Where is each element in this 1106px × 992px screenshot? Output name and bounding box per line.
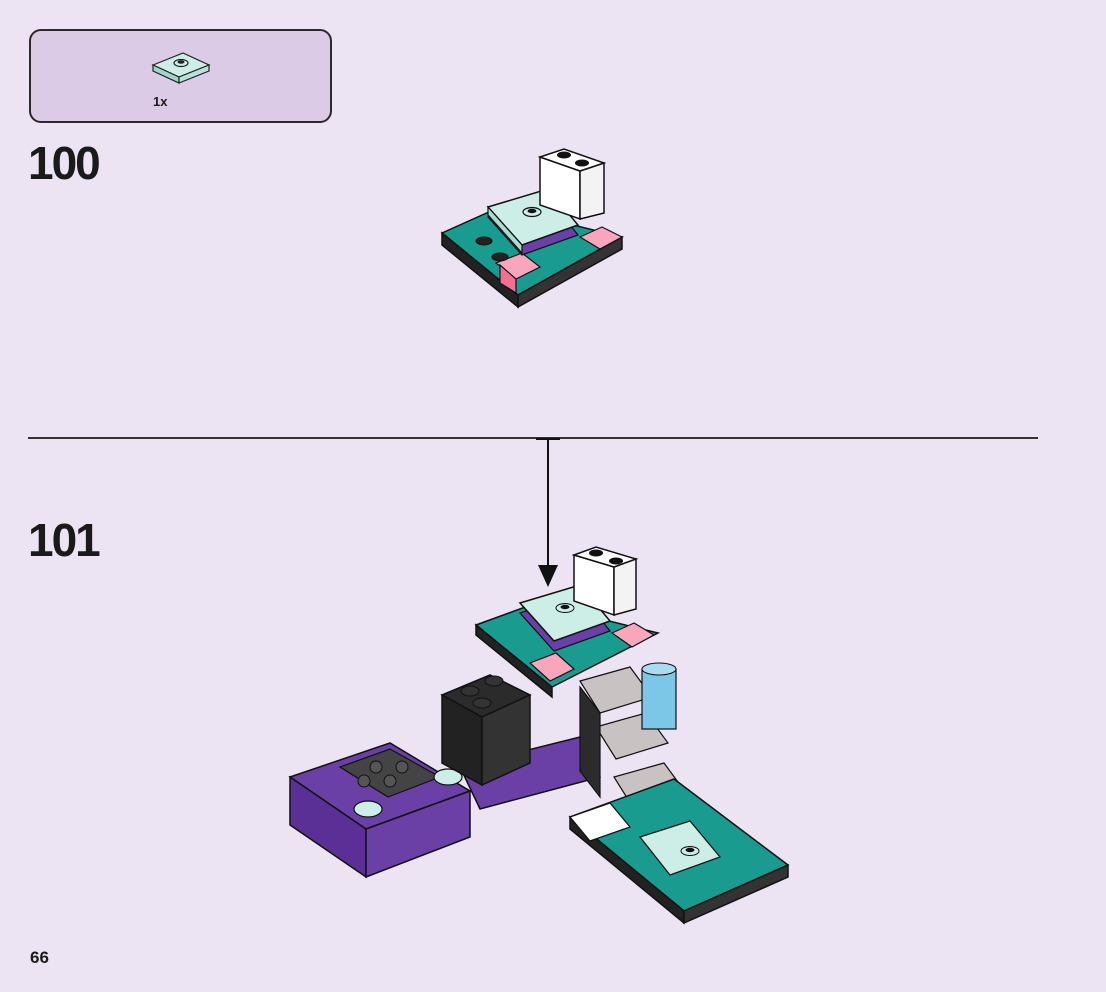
step-number-101: 101 [28,514,101,566]
part-quantity: 1x [153,94,168,109]
page-number: 66 [30,948,49,967]
step-divider [28,437,1038,439]
step-100-assembly [440,148,625,309]
parts-callout: 1x [29,29,332,123]
light-aqua-jumper-plate-icon [151,52,211,84]
step-number-100: 100 [28,137,101,189]
step-101-assembly [288,438,790,925]
